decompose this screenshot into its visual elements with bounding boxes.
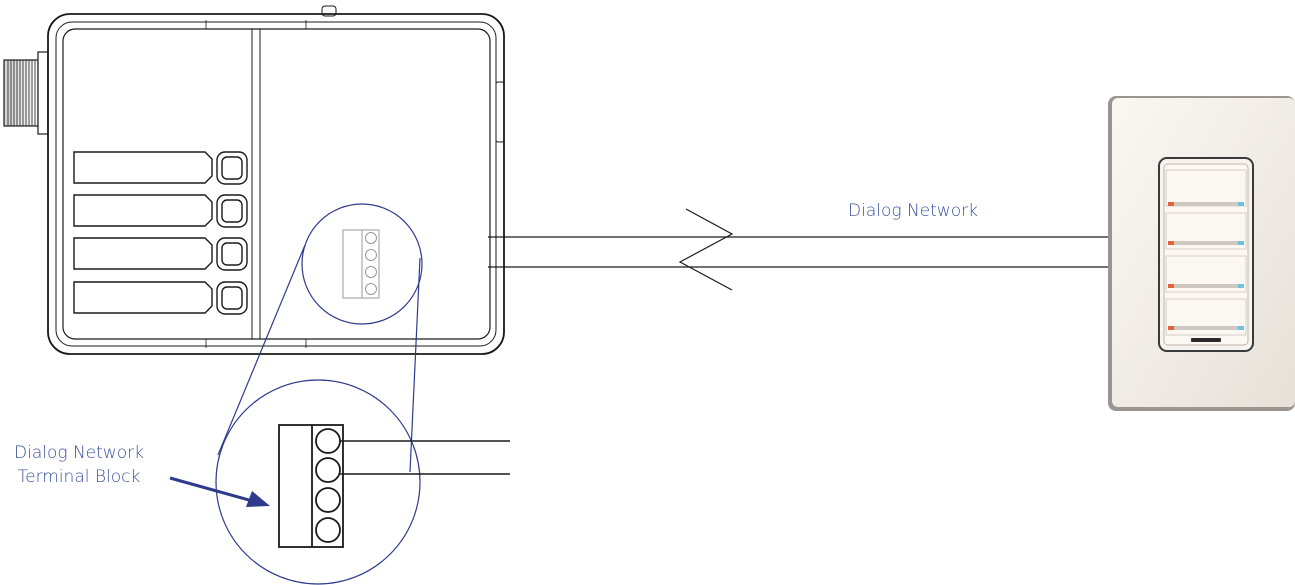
label-slot — [73, 151, 248, 185]
zoom-circle-large — [215, 379, 421, 585]
keypad-button — [1165, 169, 1247, 207]
dialog-network-label: Dialog Network — [848, 201, 978, 221]
label-slot — [73, 194, 248, 228]
controller-housing — [47, 13, 505, 355]
network-cable — [488, 208, 1118, 291]
cable-break-symbol — [678, 208, 734, 291]
label-slot — [73, 237, 248, 271]
terminal-label-line1: Dialog Network — [14, 443, 144, 463]
terminal-block-small — [342, 229, 380, 299]
zoom-callout — [215, 203, 423, 585]
zoom-circle-small — [301, 203, 423, 325]
pointer-arrow — [169, 476, 270, 507]
keypad-button — [1165, 255, 1247, 293]
terminal-block-large — [278, 424, 510, 548]
keypad-button — [1165, 298, 1247, 336]
label-slot — [73, 281, 248, 315]
keypad-button — [1165, 212, 1247, 250]
conduit-fitting — [3, 51, 49, 135]
wall-keypad — [1108, 96, 1295, 411]
keypad-led-bar — [1191, 338, 1221, 342]
terminal-block-label: Dialog Network Terminal Block — [14, 441, 144, 489]
controller-device — [3, 5, 505, 355]
terminal-label-line2: Terminal Block — [17, 467, 141, 487]
